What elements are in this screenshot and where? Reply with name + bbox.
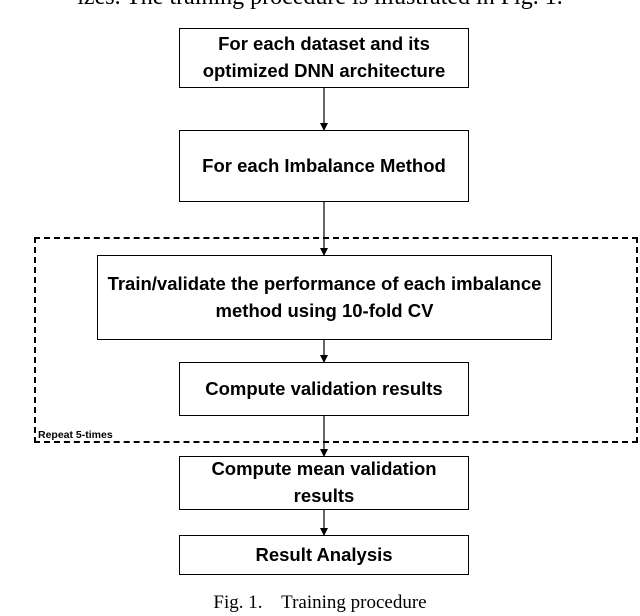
node-imbalance-method-label: For each Imbalance Method	[202, 154, 446, 176]
figure-caption: Fig. 1. Training procedure	[213, 592, 427, 613]
node-result-analysis: Result Analysis	[179, 535, 469, 575]
node-compute-validation: Compute validation results	[179, 362, 469, 416]
node-dataset-label: For each dataset and its optimized DNN a…	[202, 33, 446, 81]
repeat-loop-region	[34, 237, 638, 443]
node-compute-mean: Compute mean validation results	[179, 456, 469, 510]
node-compute-mean-label: Compute mean validation results	[211, 458, 437, 506]
node-imbalance-method: For each Imbalance Method	[179, 130, 469, 202]
node-result-analysis-label: Result Analysis	[255, 543, 393, 565]
node-dataset: For each dataset and its optimized DNN a…	[179, 28, 469, 88]
header-text: izes. The training procedure is illustra…	[0, 0, 640, 11]
repeat-label: Repeat 5-times	[38, 429, 113, 441]
node-compute-validation-label: Compute validation results	[205, 377, 443, 399]
node-train-validate: Train/validate the performance of each i…	[97, 255, 552, 340]
node-train-validate-label: Train/validate the performance of each i…	[107, 272, 542, 321]
